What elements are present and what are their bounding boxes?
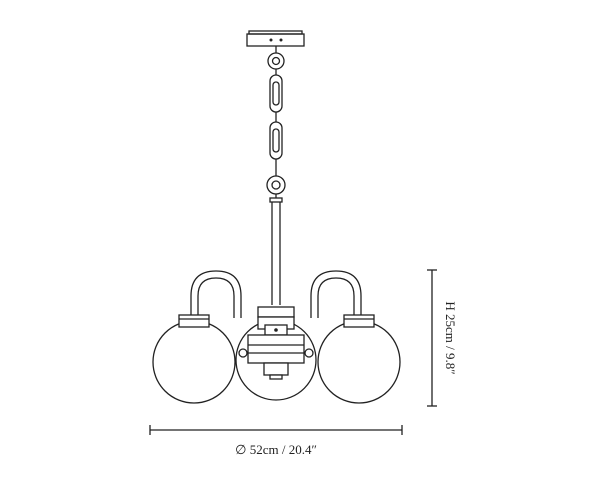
suspension-chain: [266, 46, 286, 203]
downrod: [271, 202, 281, 305]
central-body: [238, 306, 314, 380]
width-label: ∅ 52cm / 20.4″: [235, 442, 317, 457]
height-dimension: H 25cm / 9.8″: [427, 269, 458, 407]
right-arm: [310, 270, 362, 318]
ceiling-canopy: [246, 30, 305, 47]
height-label: H 25cm / 9.8″: [443, 301, 458, 374]
right-glass-globe: [317, 314, 401, 404]
left-arm: [190, 270, 242, 318]
width-dimension: ∅ 52cm / 20.4″: [149, 425, 403, 457]
left-glass-globe: [152, 314, 236, 404]
